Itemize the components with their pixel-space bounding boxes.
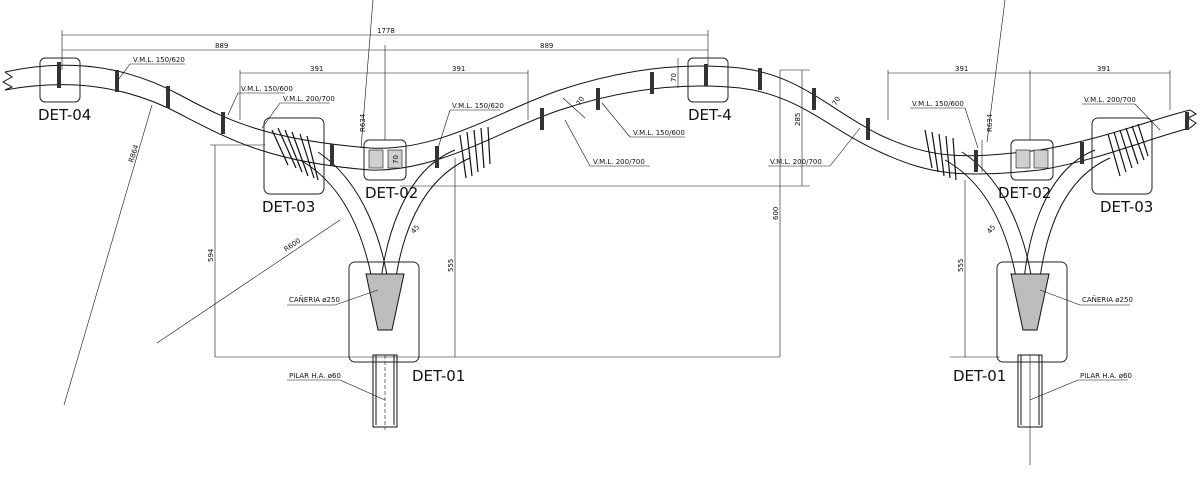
hatch-center-left [459, 126, 491, 179]
det-03-left-label: DET-03 [262, 198, 315, 216]
label-vml: V.M.L. 200/700 [770, 158, 822, 166]
det-03-right-label: DET-03 [1100, 198, 1153, 216]
break-line-left [1, 71, 14, 91]
left-foot-concrete [365, 273, 405, 331]
curved-beam [4, 64, 1191, 175]
det-03-left-box [263, 117, 325, 195]
joint-plate [368, 149, 384, 169]
right-foot-concrete [1010, 273, 1050, 331]
dim-594: 594 [207, 248, 215, 262]
det-01-left-box [348, 261, 420, 363]
label-pilar-right: PILAR H.A. ø60 [1080, 372, 1132, 380]
det-01-right-label: DET-01 [953, 367, 1006, 385]
hatch-center-right [924, 129, 957, 181]
dim-600: 600 [772, 207, 780, 220]
det-02-left-label: DET-02 [365, 184, 418, 202]
radius-leaders [63, 0, 1006, 406]
dim-555-right: 555 [957, 259, 965, 272]
dim-45-left: 45 [409, 223, 421, 235]
dim-70: 70 [831, 95, 842, 107]
det-02-right-label: DET-02 [998, 184, 1051, 202]
dim-r600: R600 [283, 237, 303, 254]
hatch-det-03-right [1107, 123, 1149, 177]
dim-half-right: 889 [540, 42, 553, 50]
det-01-left-label: DET-01 [412, 367, 465, 385]
label-vml: V.M.L. 200/700 [1084, 96, 1136, 104]
dim-total: 1778 [377, 27, 395, 35]
det-03-right-box [1091, 117, 1153, 195]
right-column [1017, 354, 1043, 465]
dim-70: 70 [392, 155, 400, 164]
dim-half-left: 889 [215, 42, 228, 50]
label-vml: V.M.L. 150/600 [633, 129, 685, 137]
det-01-right-box [996, 261, 1068, 363]
dim-r864: R864 [127, 143, 140, 163]
label-vml: V.M.L. 200/700 [593, 158, 645, 166]
det-4-label: DET-4 [688, 106, 732, 124]
dim-391: 391 [310, 65, 323, 73]
label-vml: V.M.L. 150/620 [452, 102, 504, 110]
det-04-box [39, 57, 81, 103]
label-vml: V.M.L. 200/700 [283, 95, 335, 103]
joint-plate [387, 149, 403, 169]
dim-391: 391 [452, 65, 465, 73]
dim-555-left: 555 [447, 259, 455, 272]
dimension-lines [61, 30, 1171, 358]
hatch-det-03-left [271, 127, 319, 181]
label-caneria-right: CAÑERIA ø250 [1082, 295, 1133, 304]
dim-391: 391 [955, 65, 968, 73]
dim-285: 285 [794, 113, 802, 126]
label-pilar-left: PILAR H.A. ø60 [289, 372, 341, 380]
dim-45-right: 45 [985, 223, 997, 235]
label-vml: V.M.L. 150/620 [133, 56, 185, 64]
label-caneria-left: CAÑERIA ø250 [289, 295, 340, 304]
label-vml: V.M.L. 150/600 [241, 85, 293, 93]
left-column [372, 354, 398, 430]
label-leaders [117, 63, 1161, 401]
break-line-right [1186, 109, 1197, 129]
label-vml: V.M.L. 150/600 [912, 100, 964, 108]
joint-plate [1015, 149, 1031, 169]
dim-70: 70 [670, 73, 678, 82]
dim-391: 391 [1097, 65, 1110, 73]
dim-70: 70 [575, 95, 586, 107]
dim-r634-left: R634 [359, 113, 367, 132]
det-02-right-box [1010, 139, 1054, 181]
det-04-label: DET-04 [38, 106, 91, 124]
transverse-bars [57, 62, 1189, 172]
joint-plate [1033, 149, 1049, 169]
dim-r634-right: R634 [986, 113, 994, 132]
